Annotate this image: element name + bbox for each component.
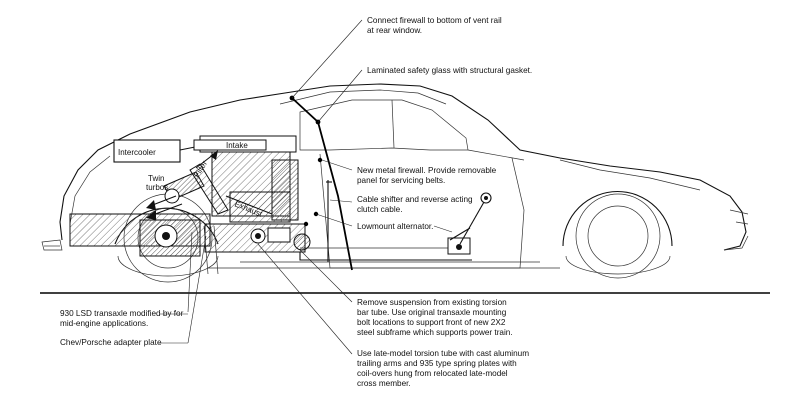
intake-label: Intake xyxy=(226,141,248,150)
callout-transaxle: 930 LSD transaxle modified by for mid-en… xyxy=(60,309,186,328)
callout-glass: Laminated safety glass with structural g… xyxy=(367,66,532,75)
callout-cable-shifter: Cable shifter and reverse acting clutch … xyxy=(357,195,475,214)
callout-adapter: Chev/Porsche adapter plate xyxy=(60,338,162,347)
exhaust-system xyxy=(203,195,273,275)
callout-firewall-connect: Connect firewall to bottom of vent rail … xyxy=(367,16,504,35)
subframe xyxy=(226,227,472,261)
twin-turbos-label-1: Twin xyxy=(148,174,164,183)
intercooler-label: Intercooler xyxy=(118,148,156,157)
car-body-outline xyxy=(41,83,749,269)
callout-alternator: Lowmount alternator. xyxy=(357,222,433,231)
callout-torsion-tube: Use late-model torsion tube with cast al… xyxy=(357,349,531,388)
transaxle xyxy=(69,213,211,257)
callout-new-firewall: New metal firewall. Provide removable pa… xyxy=(357,166,499,185)
intake-system xyxy=(113,139,267,220)
cable-shifter xyxy=(459,192,492,245)
leader-lines xyxy=(187,19,453,355)
twin-turbos-label-2: turbos xyxy=(146,183,168,192)
front-wheel xyxy=(562,190,673,279)
callout-suspension: Remove suspension from existing torsion … xyxy=(357,298,513,337)
